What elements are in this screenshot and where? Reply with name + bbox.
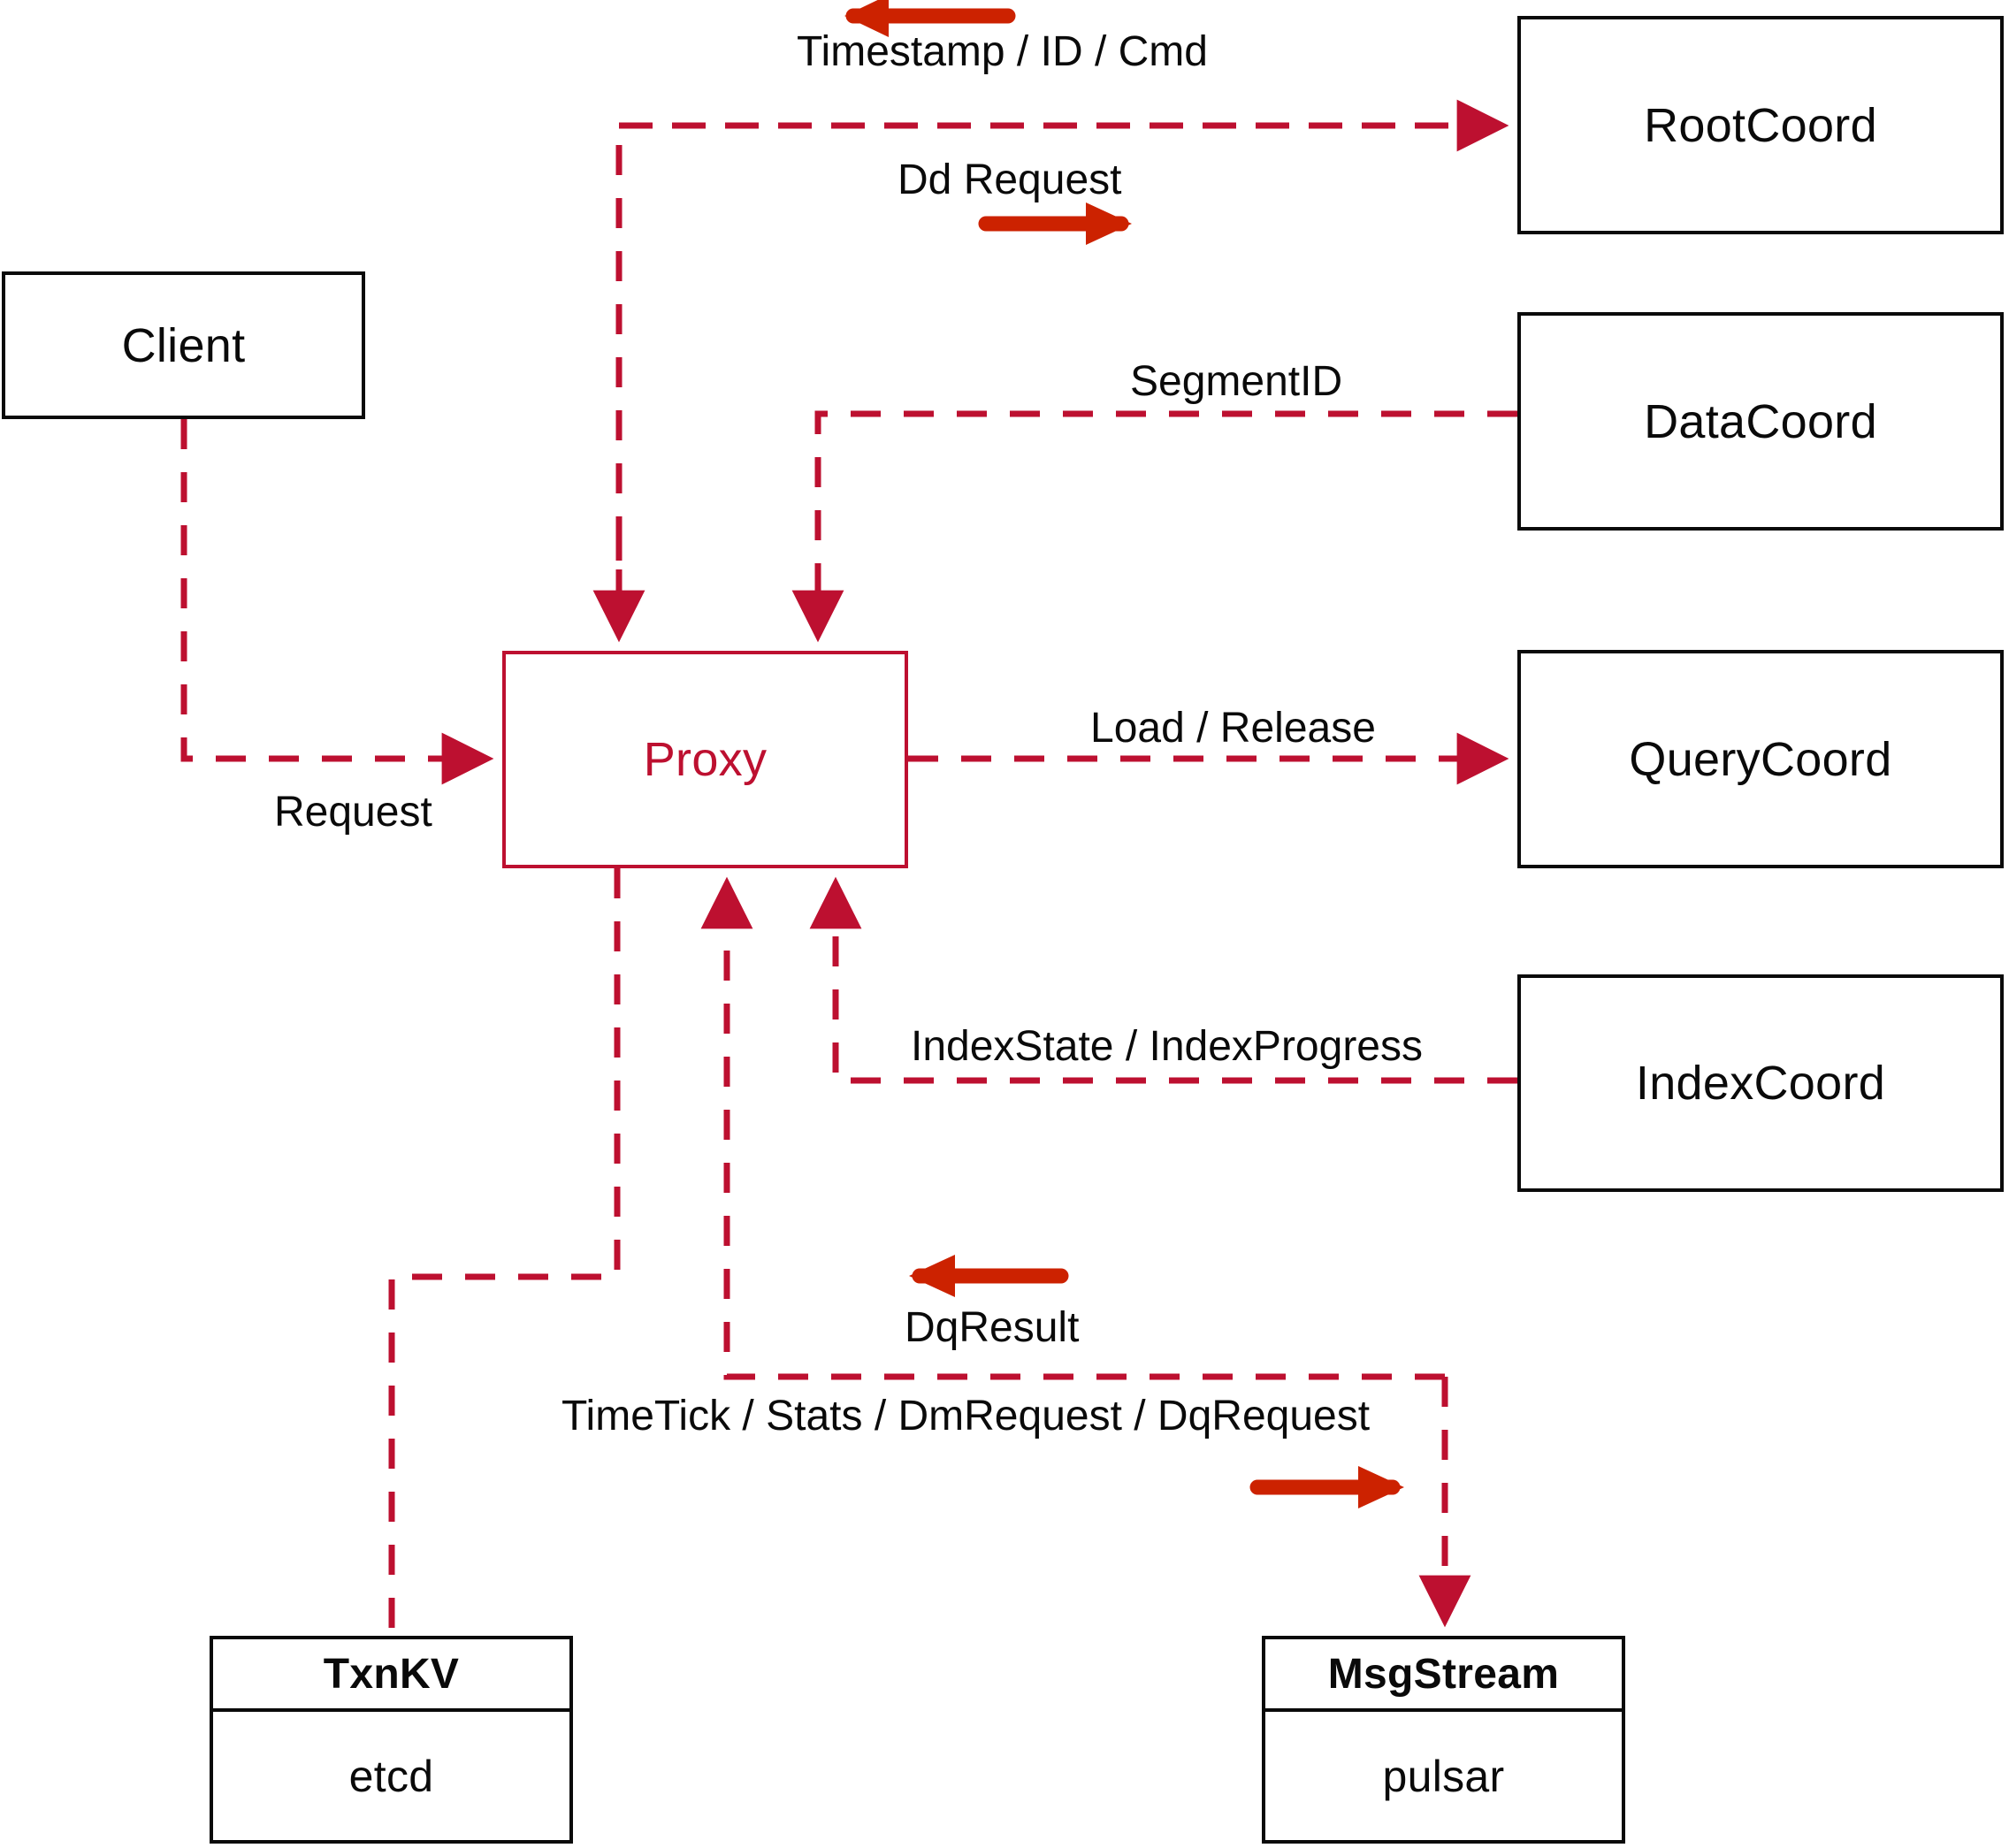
node-txnkv-body: etcd xyxy=(213,1712,569,1840)
node-client[interactable]: Client xyxy=(2,271,365,419)
node-querycoord[interactable]: QueryCoord xyxy=(1517,650,2004,868)
node-msgstream-body: pulsar xyxy=(1265,1712,1622,1840)
wire-proxy-to-txnkv xyxy=(388,868,621,1636)
direction-arrow-dd-request xyxy=(978,202,1132,245)
wire-datacoord-to-proxy xyxy=(791,410,1517,643)
direction-arrow-timetick xyxy=(1249,1466,1404,1508)
edge-label-request: Request xyxy=(274,789,432,836)
edge-label-segment-id: SegmentID xyxy=(1130,358,1343,405)
node-datacoord-label: DataCoord xyxy=(1644,394,1877,448)
edge-label-timestamp-id-cmd: Timestamp / ID / Cmd xyxy=(797,28,1208,75)
edge-label-load-release: Load / Release xyxy=(1090,705,1376,752)
node-datacoord[interactable]: DataCoord xyxy=(1517,312,2004,531)
node-txnkv-header-label: TxnKV xyxy=(323,1650,460,1698)
edge-label-dq-result: DqResult xyxy=(905,1304,1080,1351)
node-proxy[interactable]: Proxy xyxy=(502,651,908,868)
edge-label-index-state: IndexState / IndexProgress xyxy=(911,1023,1423,1070)
node-rootcoord-label: RootCoord xyxy=(1644,98,1877,152)
node-msgstream-body-label: pulsar xyxy=(1382,1751,1505,1801)
edge-label-time-tick: TimeTick / Stats / DmRequest / DqRequest xyxy=(561,1393,1371,1439)
node-indexcoord-label: IndexCoord xyxy=(1635,1057,1886,1110)
node-client-label: Client xyxy=(121,318,246,372)
node-msgstream-header-label: MsgStream xyxy=(1327,1650,1560,1698)
node-indexcoord[interactable]: IndexCoord xyxy=(1517,974,2004,1192)
node-txnkv[interactable]: TxnKV etcd xyxy=(210,1636,573,1844)
edge-label-dd-request: Dd Request xyxy=(898,157,1122,203)
direction-arrow-dqresult xyxy=(909,1255,1069,1297)
wire-client-to-proxy xyxy=(180,419,494,785)
wire-msgstream-to-proxy xyxy=(700,876,1445,1380)
node-msgstream[interactable]: MsgStream pulsar xyxy=(1262,1636,1625,1844)
node-txnkv-header: TxnKV xyxy=(213,1639,569,1712)
node-proxy-label: Proxy xyxy=(643,733,768,786)
node-rootcoord[interactable]: RootCoord xyxy=(1517,16,2004,234)
node-msgstream-header: MsgStream xyxy=(1265,1639,1622,1712)
node-txnkv-body-label: etcd xyxy=(348,1751,434,1801)
node-querycoord-label: QueryCoord xyxy=(1629,732,1892,786)
